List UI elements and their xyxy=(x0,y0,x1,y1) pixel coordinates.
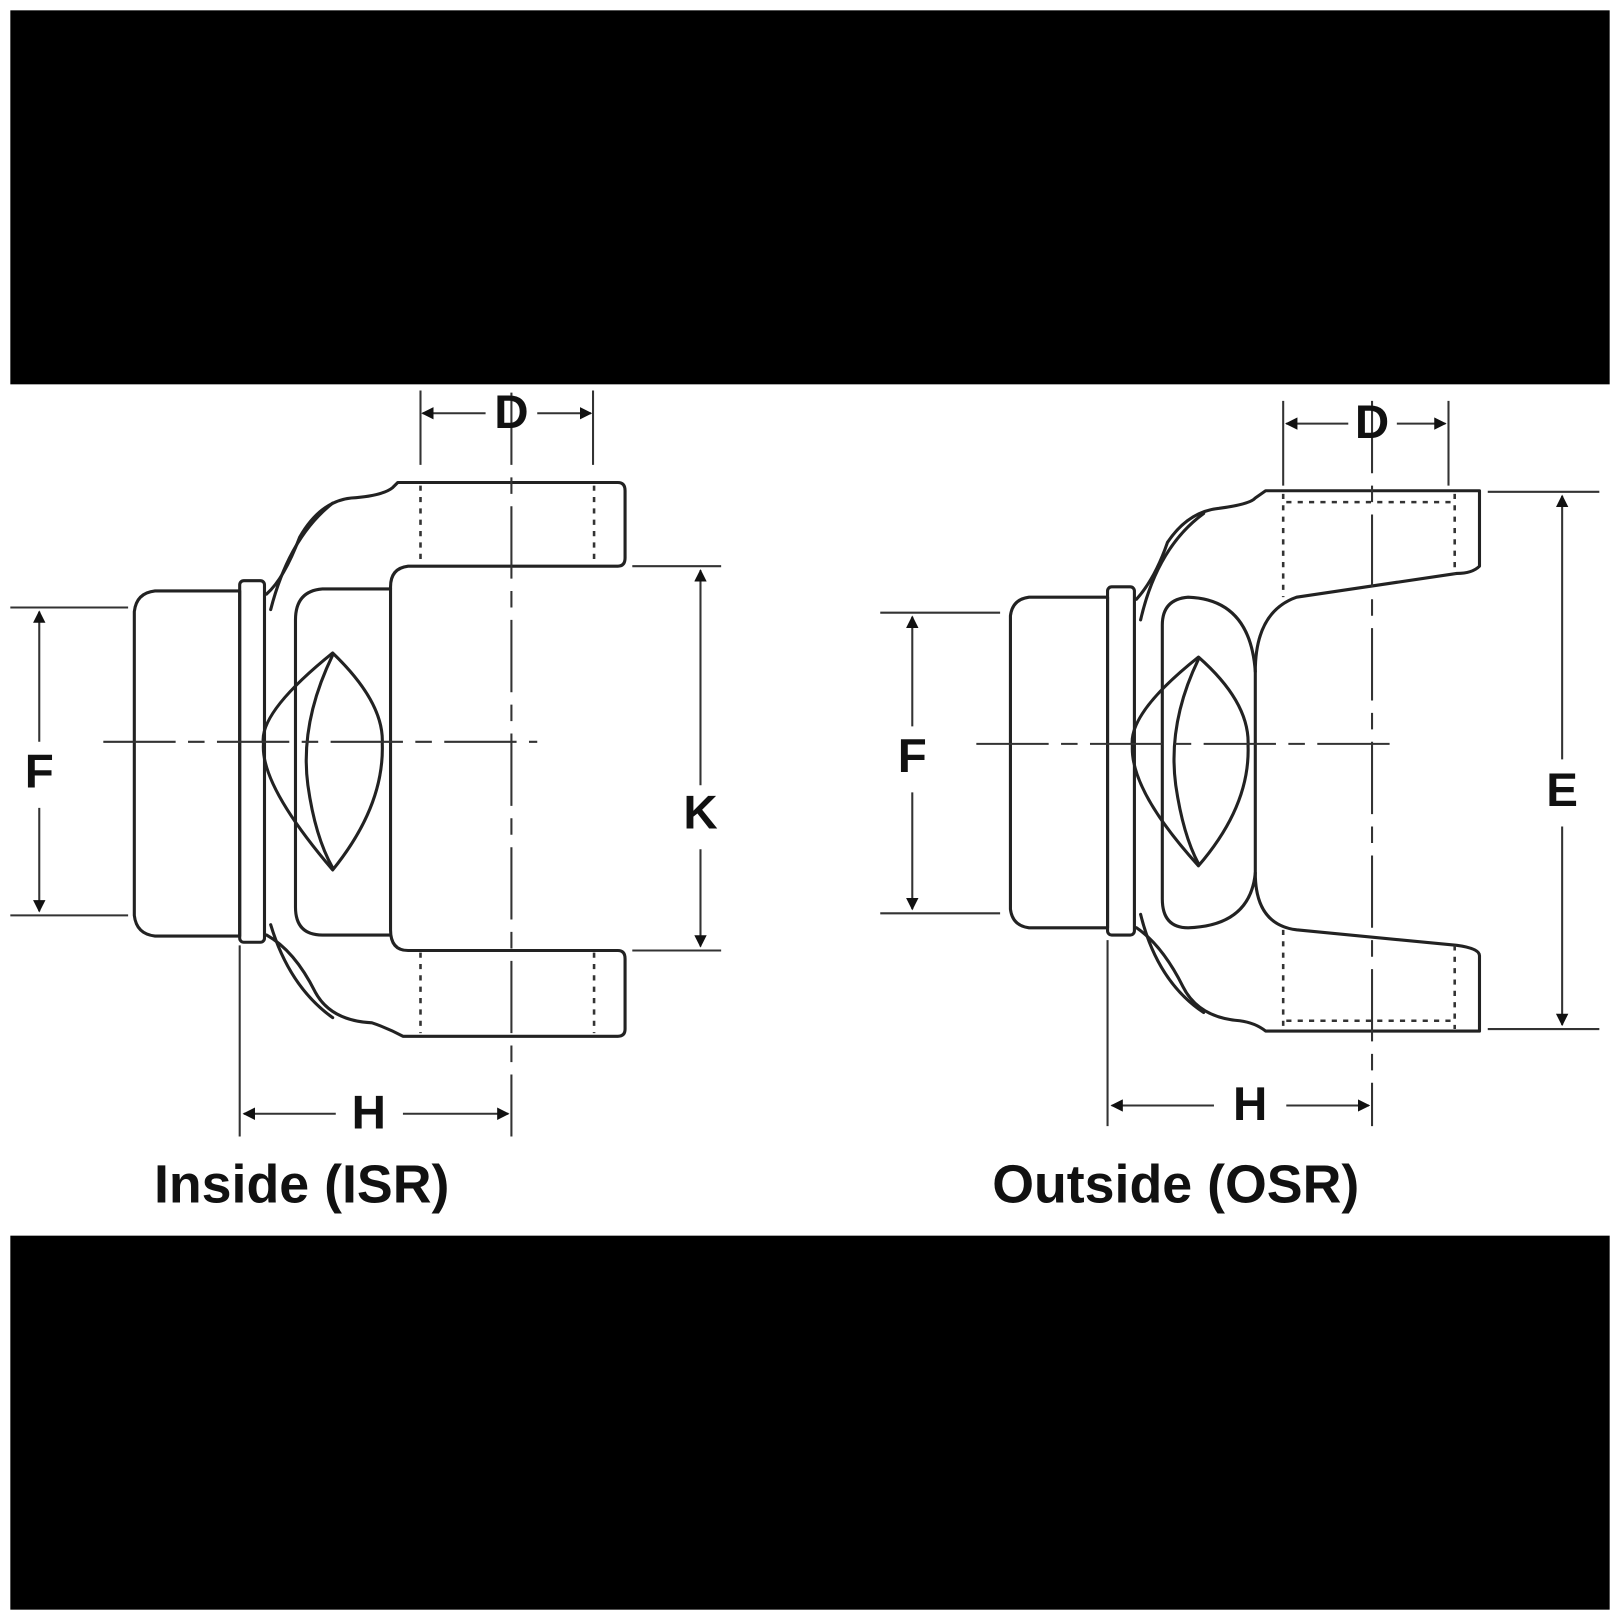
isr-dimension-k: K xyxy=(683,787,717,840)
osr-pocket xyxy=(1160,595,1257,930)
isr-bore-hidden-lines xyxy=(419,485,596,1034)
isr-d-extension-lines xyxy=(419,390,595,465)
isr-shaft xyxy=(132,589,242,938)
isr-dimension-f: F xyxy=(25,745,54,798)
osr-dimension-f: F xyxy=(898,730,927,783)
osr-cross-inner-arc xyxy=(1172,657,1201,866)
osr-dimension-h: H xyxy=(1233,1078,1267,1131)
osr-e-extension-lines xyxy=(1487,490,1600,1031)
bottom-black-band xyxy=(10,1235,1610,1610)
isr-caption: Inside (ISR) xyxy=(154,1154,449,1214)
osr-yoke-drawing: D E F H Outside (OSR) xyxy=(880,396,1600,1214)
osr-dimension-e: E xyxy=(1546,764,1578,817)
osr-d-extension-lines xyxy=(1282,400,1450,486)
isr-cross-lens xyxy=(261,651,384,872)
isr-dimension-d: D xyxy=(494,386,528,439)
isr-yoke-drawing: D K F H Inside (ISR) xyxy=(10,386,722,1214)
osr-ear-root-curve xyxy=(1139,511,1206,1015)
osr-cross-lens xyxy=(1130,655,1250,868)
isr-pocket xyxy=(293,587,393,937)
osr-dimension-d: D xyxy=(1355,396,1389,449)
osr-bore-hidden-lines xyxy=(1281,493,1456,1030)
isr-dimension-h: H xyxy=(352,1086,386,1139)
isr-yoke-body xyxy=(265,480,627,1038)
osr-caption: Outside (OSR) xyxy=(992,1154,1359,1214)
top-black-band xyxy=(10,10,1610,385)
isr-ear-root-curve xyxy=(269,501,335,1020)
osr-shaft xyxy=(1008,595,1110,930)
isr-cross-inner-arc xyxy=(304,653,335,870)
